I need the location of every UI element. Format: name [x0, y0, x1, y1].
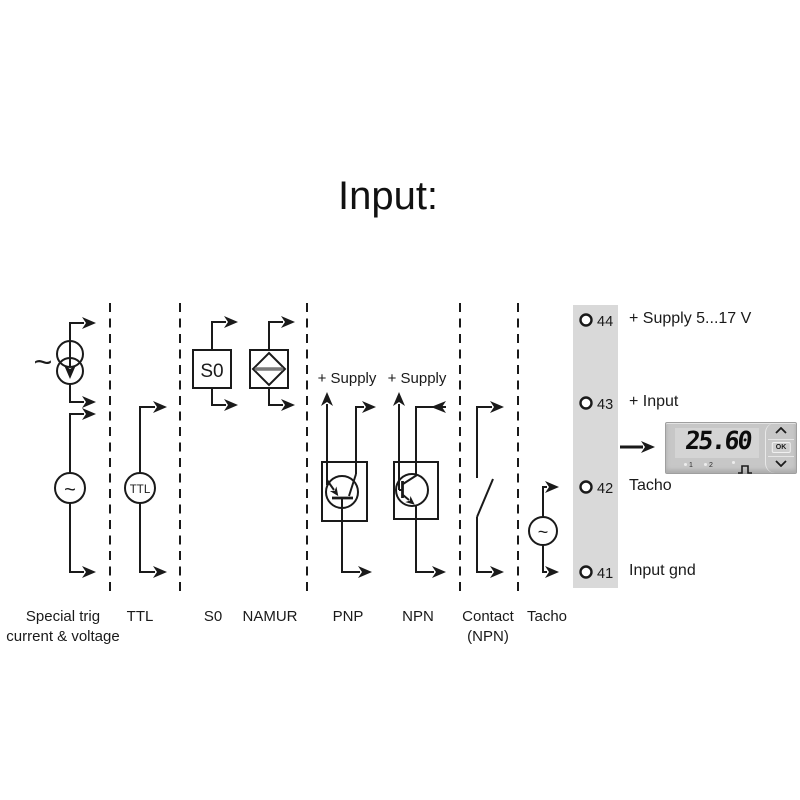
- svg-text:~: ~: [64, 479, 76, 501]
- indicator-1: 1: [684, 462, 693, 469]
- label-pnp: PNP: [332, 608, 364, 625]
- section-separators: [109, 303, 519, 597]
- indicator-1-dot: [684, 463, 687, 466]
- svg-text:S0: S0: [200, 361, 223, 382]
- contact-switch-icon: [476, 478, 494, 518]
- namur-sensor-icon: [251, 351, 287, 387]
- terminal-44-circle: [579, 313, 593, 327]
- label-namur: NAMUR: [242, 608, 298, 625]
- label-tacho: Tacho: [526, 608, 568, 625]
- label-contact: Contact (NPN): [462, 608, 514, 645]
- npn-supply-label: + Supply: [387, 370, 447, 387]
- pnp-sensor-box: [321, 461, 368, 522]
- pulse-dot: [732, 461, 735, 464]
- npn-input-arrowhead: [431, 401, 446, 413]
- display-button-column: OK: [765, 423, 796, 473]
- terminal-41-label: Input gnd: [629, 562, 696, 579]
- terminal-43-label: + Input: [629, 393, 679, 410]
- namur-symbol: [249, 316, 295, 411]
- indicator-2-dot: [704, 463, 707, 466]
- ac-tilde-label: ~: [34, 344, 53, 380]
- chevron-up-icon: [775, 427, 787, 434]
- pulse-icon: [738, 465, 752, 474]
- indicator-2: 2: [704, 462, 713, 469]
- label-s0: S0: [203, 608, 223, 625]
- contact-symbol: [476, 401, 504, 578]
- npn-transistor-icon: [395, 473, 429, 507]
- npn-symbol: [393, 392, 446, 578]
- terminal-41-number: 41: [597, 566, 613, 582]
- display-value: 25.60: [683, 426, 753, 455]
- terminal-41-circle: [579, 565, 593, 579]
- terminal-43-number: 43: [597, 397, 613, 413]
- display-window: [675, 428, 759, 458]
- terminal-strip: 44 43 42 41: [573, 305, 618, 588]
- device-display-panel: 25.60 1 2 OK: [665, 422, 797, 474]
- pnp-supply-label: + Supply: [317, 370, 377, 387]
- ok-button: OK: [771, 442, 791, 453]
- label-ttl: TTL: [126, 608, 154, 625]
- special-trig-symbol: ~ ~: [34, 317, 96, 578]
- label-special-trig: Special trig current & voltage: [6, 608, 120, 645]
- terminal-42-circle: [579, 480, 593, 494]
- terminal-44-number: 44: [597, 314, 613, 330]
- current-source-icon: [56, 340, 84, 368]
- s0-symbol: S0: [192, 316, 238, 411]
- terminal-42-number: 42: [597, 481, 613, 497]
- terminal-43-circle: [579, 396, 593, 410]
- terminal-44-label: + Supply 5...17 V: [629, 310, 752, 327]
- svg-text:~: ~: [538, 522, 549, 542]
- pulse-indicator: [732, 461, 753, 479]
- terminal-42-label: Tacho: [629, 477, 672, 494]
- pnp-symbol: [321, 392, 376, 578]
- page-title: Input:: [337, 174, 439, 218]
- svg-text:TTL: TTL: [130, 484, 151, 496]
- ttl-symbol: TTL: [124, 401, 167, 578]
- chevron-down-icon: [775, 460, 787, 467]
- tacho-symbol: ~: [528, 481, 559, 578]
- label-npn: NPN: [402, 608, 434, 625]
